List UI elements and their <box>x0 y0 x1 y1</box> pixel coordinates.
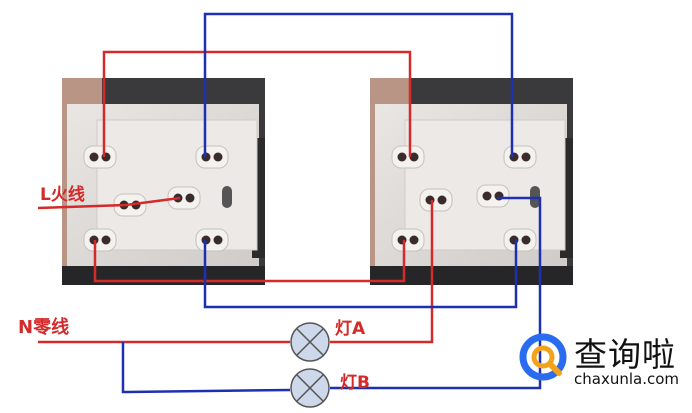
neutral-wire-label: N零线 <box>18 317 70 338</box>
left-switch-photo <box>61 77 266 286</box>
right-switch-photo <box>369 77 574 286</box>
red-wire-live-input <box>37 196 181 210</box>
terminal <box>195 228 229 252</box>
terminal <box>503 228 537 252</box>
return-wires <box>121 12 542 394</box>
watermark-logo-icon <box>519 333 567 381</box>
blue-wire-top-link <box>203 12 514 157</box>
lamp-a-icon <box>290 322 330 362</box>
watermark-url: chaxunla.com <box>574 370 679 388</box>
lamp-a-label: 灯A <box>335 319 366 339</box>
terminal <box>195 145 229 169</box>
live-wire-label: L火线 <box>40 185 85 205</box>
terminal <box>503 145 537 169</box>
terminal <box>83 228 117 252</box>
terminal <box>83 145 117 169</box>
lamp-b-icon <box>290 368 330 408</box>
red-wire-top-link <box>102 50 412 157</box>
terminal <box>419 188 453 212</box>
live-wires <box>37 50 434 344</box>
terminal <box>391 145 425 169</box>
terminal <box>476 184 510 208</box>
watermark-name: 查询啦 <box>574 335 676 374</box>
blue-wire-neutral-branch <box>121 342 291 394</box>
red-wire-bottom-link <box>93 240 406 283</box>
red-wire-lamp-a <box>330 200 434 344</box>
blue-wire-bottom-link <box>203 240 518 309</box>
lamp-b-label: 灯B <box>340 373 370 393</box>
watermark: 查询啦 chaxunla.com <box>518 328 688 398</box>
terminal <box>391 228 425 252</box>
blue-wire-lamp-b <box>330 196 542 390</box>
